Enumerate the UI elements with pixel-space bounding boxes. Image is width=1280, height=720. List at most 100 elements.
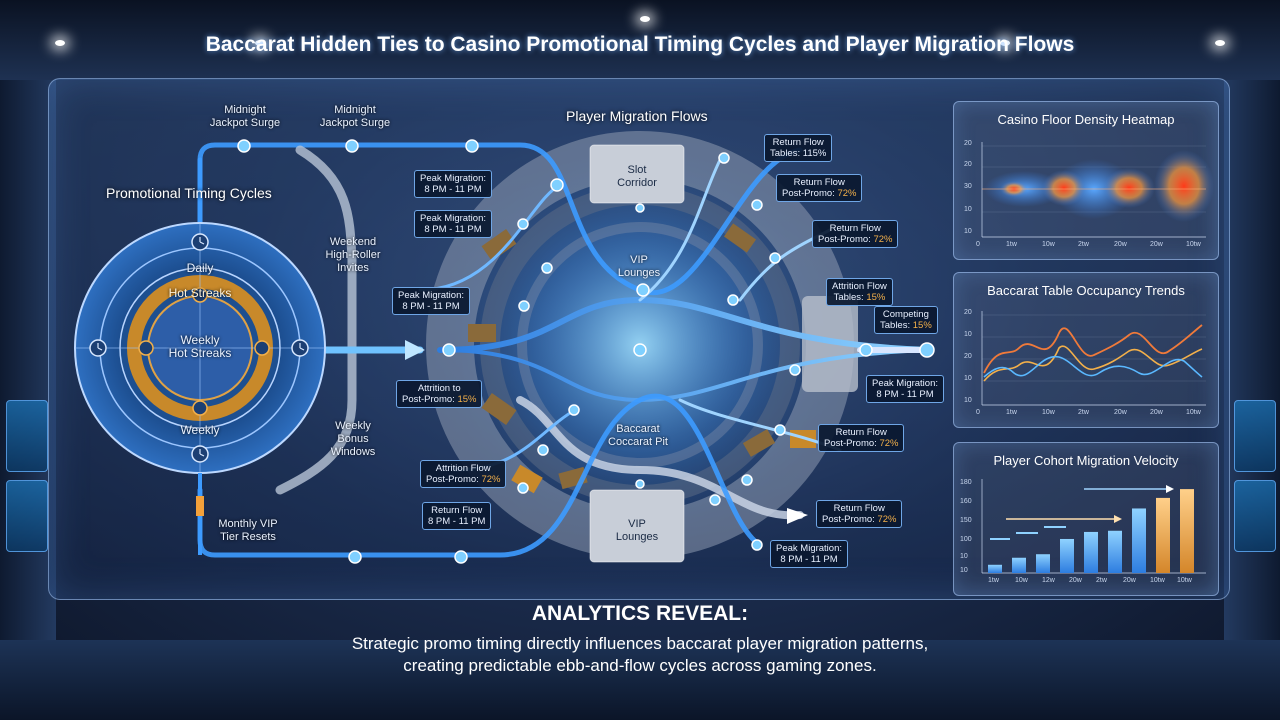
flow-label: Peak Migration: 8 PM - 11 PM bbox=[414, 210, 493, 238]
flow-label: Attrition Flow Tables: 15% bbox=[826, 278, 893, 306]
x-tick: 20w bbox=[1069, 577, 1082, 584]
y-tick: 100 bbox=[960, 536, 972, 543]
flow-label: Peak Migration: 8 PM - 11 PM bbox=[392, 287, 471, 315]
velocity-bar bbox=[1180, 489, 1194, 573]
flow-label-text: Attrition to Post-Promo: bbox=[402, 383, 461, 405]
x-tick: 2tw bbox=[1096, 577, 1107, 584]
y-tick: 160 bbox=[960, 498, 972, 505]
velocity-bar bbox=[988, 564, 1002, 573]
flow-label-text: Return Flow Post-Promo: bbox=[818, 223, 881, 245]
flow-label-text: Return Flow Post-Promo: bbox=[782, 177, 845, 199]
bonus-windows-label: Weekly Bonus Windows bbox=[330, 420, 376, 458]
ceiling-light bbox=[1000, 40, 1010, 46]
velocity-arrows bbox=[990, 526, 1066, 540]
x-tick: 0 bbox=[976, 241, 980, 248]
x-tick: 12w bbox=[1042, 577, 1055, 584]
x-tick: 10w bbox=[1042, 409, 1055, 416]
ring-label-weekly: Weekly bbox=[180, 423, 220, 437]
x-tick: 10w bbox=[1042, 241, 1055, 248]
occupancy-series-line bbox=[983, 356, 1203, 378]
y-tick: 10 bbox=[960, 567, 968, 574]
wall-screen bbox=[1234, 480, 1276, 552]
flow-label-value: 15% bbox=[457, 394, 477, 405]
arrow-head-icon bbox=[1114, 515, 1122, 523]
heatmap-chart bbox=[981, 142, 1214, 238]
y-tick: 20 bbox=[964, 353, 972, 360]
y-tick: 10 bbox=[964, 375, 972, 382]
heatmap-title: Casino Floor Density Heatmap bbox=[997, 112, 1175, 127]
flow-label: Return Flow Post-Promo: 72% bbox=[812, 220, 899, 248]
flow-label: Peak Migration: 8 PM - 11 PM bbox=[414, 170, 493, 198]
x-tick: 0 bbox=[976, 409, 980, 416]
flow-label-text: Return Flow Post-Promo: bbox=[824, 427, 887, 449]
flow-label: Return Flow 8 PM - 11 PM bbox=[422, 502, 492, 530]
x-tick: 20w bbox=[1150, 241, 1163, 248]
flow-label-value: 15% bbox=[866, 292, 886, 303]
velocity-bar bbox=[1012, 557, 1026, 573]
zone-vip-lounges: VIP Lounges bbox=[617, 254, 661, 279]
midnight-surge-label: Midnight Jackpot Surge bbox=[319, 104, 391, 129]
flow-label: Return Flow Post-Promo: 72% bbox=[818, 424, 905, 452]
y-tick: 20 bbox=[964, 309, 972, 316]
velocity-title: Player Cohort Migration Velocity bbox=[993, 453, 1179, 468]
reveal-line: creating predictable ebb-and-flow cycles… bbox=[403, 656, 877, 675]
wall-screen bbox=[6, 480, 48, 552]
velocity-bars bbox=[988, 489, 1194, 573]
midnight-surge-label: Midnight Jackpot Surge bbox=[209, 104, 281, 129]
y-tick: 20 bbox=[964, 161, 972, 168]
y-tick: 20 bbox=[964, 140, 972, 147]
x-tick: 2tw bbox=[1078, 241, 1089, 248]
ring-label-center: Weekly Hot Streaks bbox=[168, 333, 232, 360]
flow-label: Peak Migration: 8 PM - 11 PM bbox=[866, 375, 945, 403]
timing-cycles-title: Promotional Timing Cycles bbox=[106, 185, 272, 201]
flow-label: Competing Tables: 15% bbox=[874, 306, 938, 334]
velocity-bar bbox=[1132, 508, 1146, 573]
x-tick: 10tw bbox=[1186, 409, 1201, 416]
reveal-body: Strategic promo timing directly influenc… bbox=[0, 633, 1280, 677]
x-tick: 20w bbox=[1114, 409, 1127, 416]
occupancy-title: Baccarat Table Occupancy Trends bbox=[987, 283, 1185, 298]
ceiling-light bbox=[55, 40, 65, 46]
zone-baccarat-pit: Baccarat Coccarat Pit bbox=[608, 423, 668, 448]
flow-label: Attrition Flow Post-Promo: 72% bbox=[420, 460, 507, 488]
occupancy-panel: Baccarat Table Occupancy Trends 20 10 20… bbox=[953, 272, 1219, 428]
flow-label-value: 72% bbox=[877, 514, 897, 525]
arrow-head-icon bbox=[1166, 485, 1174, 493]
occupancy-series-line bbox=[983, 345, 1203, 382]
y-tick: 10 bbox=[964, 228, 972, 235]
flow-label: Return Flow Post-Promo: 72% bbox=[776, 174, 863, 202]
wall-screen bbox=[1234, 400, 1276, 472]
clock-hands bbox=[97, 237, 305, 457]
ceiling-light bbox=[640, 16, 650, 22]
zone-vip-lounges: VIP Lounges bbox=[615, 518, 659, 543]
wall-screen bbox=[6, 400, 48, 472]
y-tick: 10 bbox=[960, 553, 968, 560]
x-tick: 1tw bbox=[1006, 241, 1017, 248]
timing-ring bbox=[74, 222, 326, 555]
x-tick: 10tw bbox=[1177, 577, 1192, 584]
occupancy-chart bbox=[981, 311, 1206, 406]
y-tick: 10 bbox=[964, 397, 972, 404]
x-tick: 1tw bbox=[988, 577, 999, 584]
ceiling-light bbox=[1215, 40, 1225, 46]
velocity-panel: Player Cohort Migration Velocity 180 160… bbox=[953, 442, 1219, 596]
flow-label-value: 72% bbox=[481, 474, 501, 485]
flow-label-text: Attrition Flow Tables: bbox=[832, 281, 887, 303]
x-tick: 1tw bbox=[1006, 409, 1017, 416]
y-tick: 30 bbox=[964, 183, 972, 190]
flow-label-value: 72% bbox=[879, 438, 899, 449]
y-tick: 10 bbox=[964, 206, 972, 213]
occupancy-series-line bbox=[983, 324, 1203, 374]
x-tick: 20w bbox=[1114, 241, 1127, 248]
x-tick: 20w bbox=[1150, 409, 1163, 416]
flow-label-text: Attrition Flow Post-Promo: bbox=[426, 463, 491, 485]
monthly-reset-label: Monthly VIP Tier Resets bbox=[218, 518, 278, 543]
left-wall bbox=[0, 80, 56, 640]
flow-label-text: Competing Tables: bbox=[880, 309, 929, 331]
velocity-bar bbox=[1156, 497, 1170, 573]
right-wall bbox=[1224, 80, 1280, 640]
page-title: Baccarat Hidden Ties to Casino Promotion… bbox=[205, 33, 1075, 56]
velocity-bar bbox=[1108, 530, 1122, 573]
reveal-line: Strategic promo timing directly influenc… bbox=[351, 634, 929, 653]
